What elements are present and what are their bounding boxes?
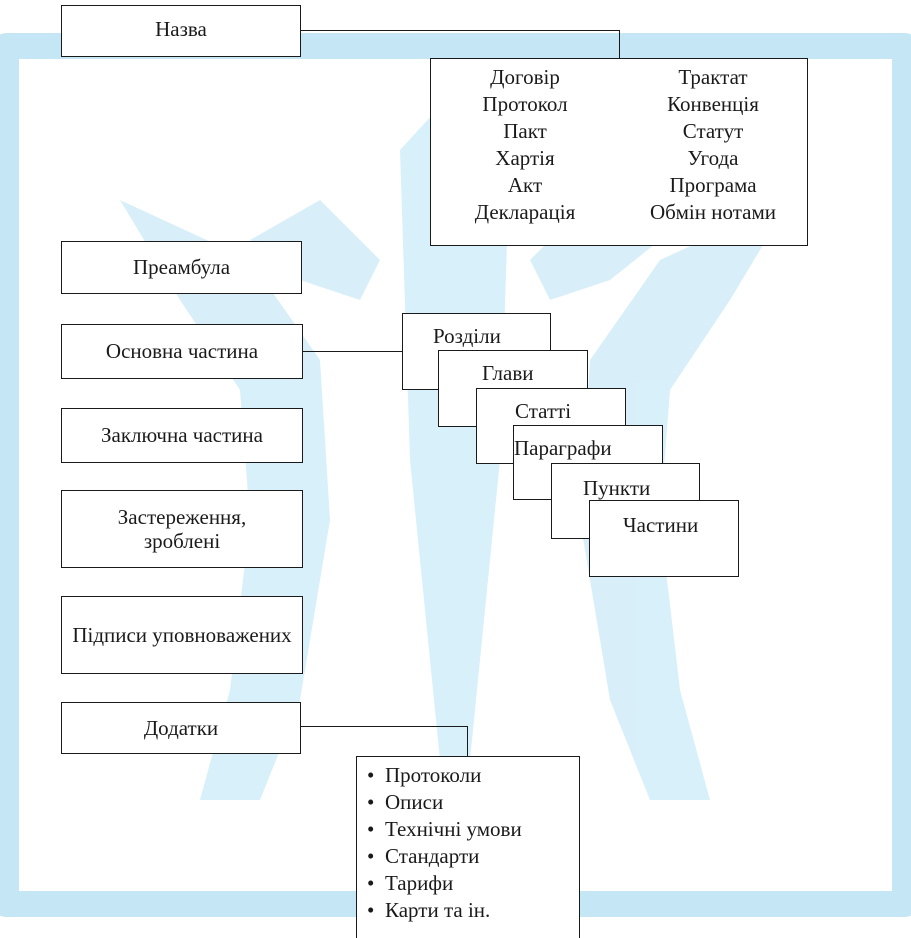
annex-item-label: Стандарти	[385, 844, 480, 868]
list-item: • Протоколи	[367, 763, 579, 790]
name-item: Трактат	[678, 65, 748, 89]
structure-label: Статті	[515, 399, 572, 423]
treaty-names-box: Договір Трактат Протокол Конвенція Пакт …	[430, 58, 808, 246]
list-item: • Технічні умови	[367, 817, 579, 844]
annex-item-label: Технічні умови	[385, 817, 522, 841]
main-part-box: Основна частина	[61, 324, 303, 379]
structure-label: Частини	[623, 513, 699, 537]
name-item: Хартія	[495, 146, 555, 170]
title-box: Назва	[61, 5, 301, 57]
name-item: Декларація	[474, 200, 576, 224]
annex-item-label: Описи	[385, 790, 444, 814]
reservations-box: Застереження, зроблені	[61, 490, 303, 568]
main-part-label: Основна частина	[105, 339, 259, 364]
final-part-box: Заключна частина	[61, 408, 303, 463]
annex-item-label: Протоколи	[385, 763, 482, 787]
annexes-box: Додатки	[61, 702, 301, 754]
name-item: Статут	[682, 119, 744, 143]
signatures-box: Підписи уповноважених	[61, 596, 303, 674]
structure-label: Параграфи	[514, 436, 612, 460]
list-item: • Стандарти	[367, 844, 579, 871]
annex-list-box: • Протоколи • Описи • Технічні умови • Станд…	[356, 756, 580, 938]
bullet-icon: •	[367, 763, 375, 787]
name-item: Конвенція	[667, 92, 759, 116]
list-item: • Тарифи	[367, 871, 579, 898]
structure-label: Глави	[482, 361, 534, 385]
structure-parts-box: Частини	[589, 500, 739, 577]
name-item: Протокол	[482, 92, 568, 116]
title-box-label: Назва	[155, 16, 207, 41]
final-part-label: Заключна частина	[101, 423, 263, 448]
annex-item-label: Тарифи	[385, 871, 454, 895]
connector-title	[301, 30, 619, 31]
annex-item-label: Карти та ін.	[385, 898, 491, 922]
list-item: • Описи	[367, 790, 579, 817]
bullet-icon: •	[367, 817, 375, 841]
structure-label: Пункти	[583, 476, 651, 500]
list-item: • Карти та ін.	[367, 898, 579, 925]
bullet-icon: •	[367, 844, 375, 868]
name-item: Договір	[490, 65, 560, 89]
name-item: Програма	[669, 173, 757, 197]
connector-annex-down	[467, 726, 468, 756]
preamble-box: Преамбула	[61, 241, 302, 294]
bullet-icon: •	[367, 871, 375, 895]
name-item: Угода	[687, 146, 739, 170]
name-item: Акт	[507, 173, 543, 197]
connector-annex	[301, 726, 467, 727]
reservations-label: Застереження, зроблені	[117, 504, 247, 553]
bullet-icon: •	[367, 790, 375, 814]
signatures-label: Підписи уповноважених	[72, 622, 292, 647]
annexes-label: Додатки	[143, 715, 219, 740]
connector-main	[303, 351, 403, 352]
preamble-label: Преамбула	[132, 255, 231, 280]
name-item: Пакт	[503, 119, 547, 143]
name-item: Обмін нотами	[650, 200, 776, 224]
connector-title-down	[619, 30, 620, 58]
structure-label: Розділи	[433, 324, 501, 348]
annex-list: • Протоколи • Описи • Технічні умови • Станд…	[367, 763, 579, 925]
bullet-icon: •	[367, 898, 375, 922]
